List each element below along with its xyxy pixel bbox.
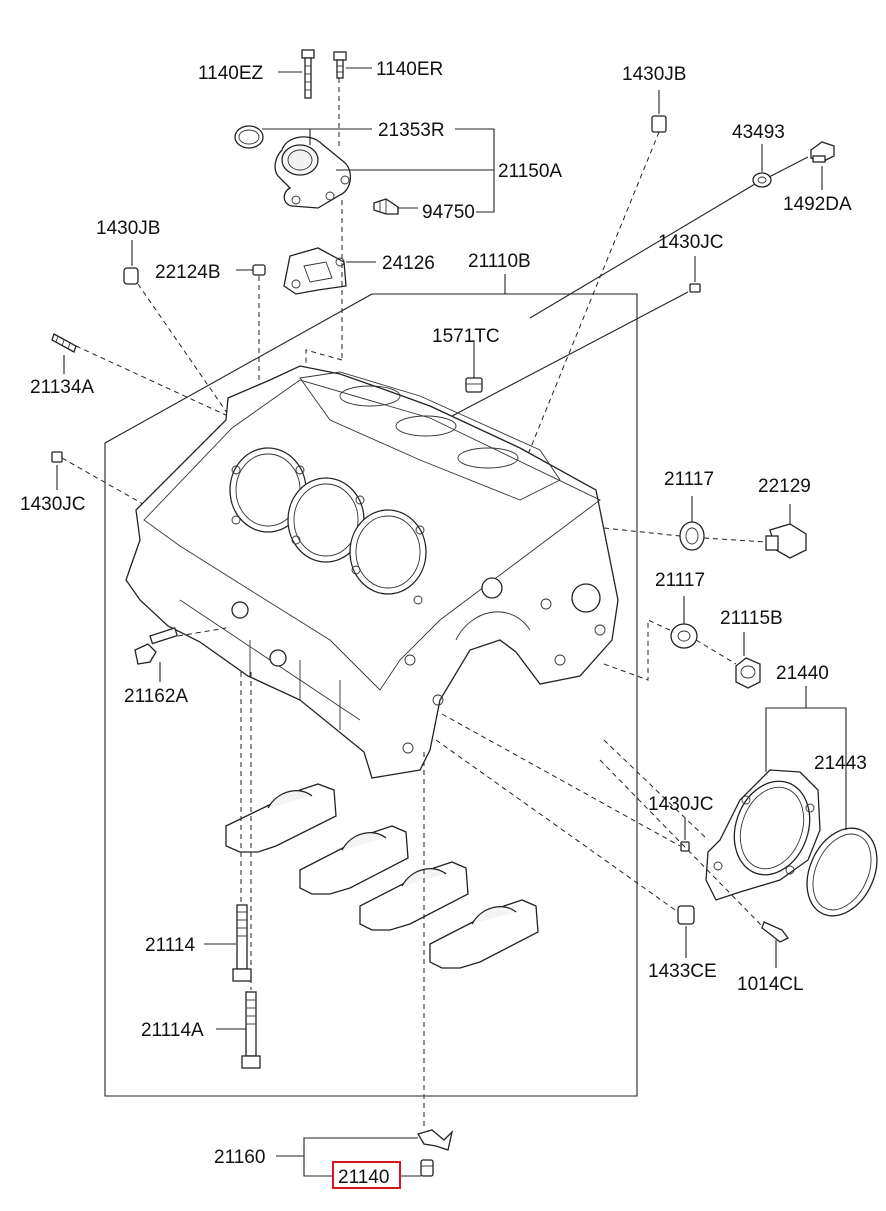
knock-sensor-group bbox=[276, 752, 454, 1177]
selected-part-highlight bbox=[332, 1161, 401, 1189]
label-21114a[interactable]: 21114A bbox=[141, 1020, 204, 1041]
right-side-plugs bbox=[603, 496, 807, 689]
label-1140er[interactable]: 1140ER bbox=[376, 59, 443, 80]
label-21160[interactable]: 21160 bbox=[214, 1147, 265, 1168]
label-21117-b[interactable]: 21117 bbox=[655, 570, 705, 591]
label-21134a[interactable]: 21134A bbox=[30, 377, 94, 398]
label-22124b[interactable]: 22124B bbox=[155, 262, 221, 283]
cylinder-block bbox=[125, 365, 619, 779]
part-labels: 1140EZ 1140ER 21353R 21150A 94750 1430JB… bbox=[20, 59, 867, 1189]
label-21353r[interactable]: 21353R bbox=[378, 120, 445, 141]
label-22129[interactable]: 22129 bbox=[758, 476, 811, 497]
right-upper-parts bbox=[451, 90, 835, 475]
main-bearing-caps bbox=[225, 783, 539, 969]
label-1430jb-left[interactable]: 1430JB bbox=[96, 218, 160, 239]
thermostat-housing-group bbox=[234, 49, 399, 295]
label-21110b[interactable]: 21110B bbox=[468, 251, 531, 272]
lower-right-parts bbox=[435, 713, 789, 968]
label-1433ce[interactable]: 1433CE bbox=[648, 961, 717, 982]
label-1430jc-right[interactable]: 1430JC bbox=[648, 794, 714, 815]
label-43493[interactable]: 43493 bbox=[732, 122, 785, 143]
label-21150a[interactable]: 21150A bbox=[498, 161, 562, 182]
label-24126[interactable]: 24126 bbox=[382, 253, 435, 274]
label-21140[interactable]: 21140 bbox=[338, 1167, 389, 1188]
left-upper-parts bbox=[51, 240, 506, 509]
plug-1571tc bbox=[465, 377, 483, 393]
main-cap-bolts bbox=[134, 627, 261, 1069]
upper-leader-lines bbox=[262, 67, 495, 368]
label-21114[interactable]: 21114 bbox=[145, 935, 195, 956]
label-21115b[interactable]: 21115B bbox=[720, 608, 783, 629]
label-1492da[interactable]: 1492DA bbox=[783, 194, 852, 215]
label-21440[interactable]: 21440 bbox=[776, 663, 829, 684]
label-1430jc-left[interactable]: 1430JC bbox=[20, 494, 86, 515]
label-1571tc[interactable]: 1571TC bbox=[432, 326, 500, 347]
label-21117-a[interactable]: 21117 bbox=[664, 469, 714, 490]
label-1430jb-top[interactable]: 1430JB bbox=[622, 64, 686, 85]
label-21443[interactable]: 21443 bbox=[814, 753, 867, 774]
label-1430jc-top[interactable]: 1430JC bbox=[658, 232, 724, 253]
label-1140ez[interactable]: 1140EZ bbox=[198, 63, 264, 84]
label-21162a[interactable]: 21162A bbox=[124, 686, 188, 707]
rear-oil-seal-group bbox=[705, 686, 878, 917]
label-94750[interactable]: 94750 bbox=[422, 202, 475, 223]
label-1014cl[interactable]: 1014CL bbox=[737, 974, 804, 995]
